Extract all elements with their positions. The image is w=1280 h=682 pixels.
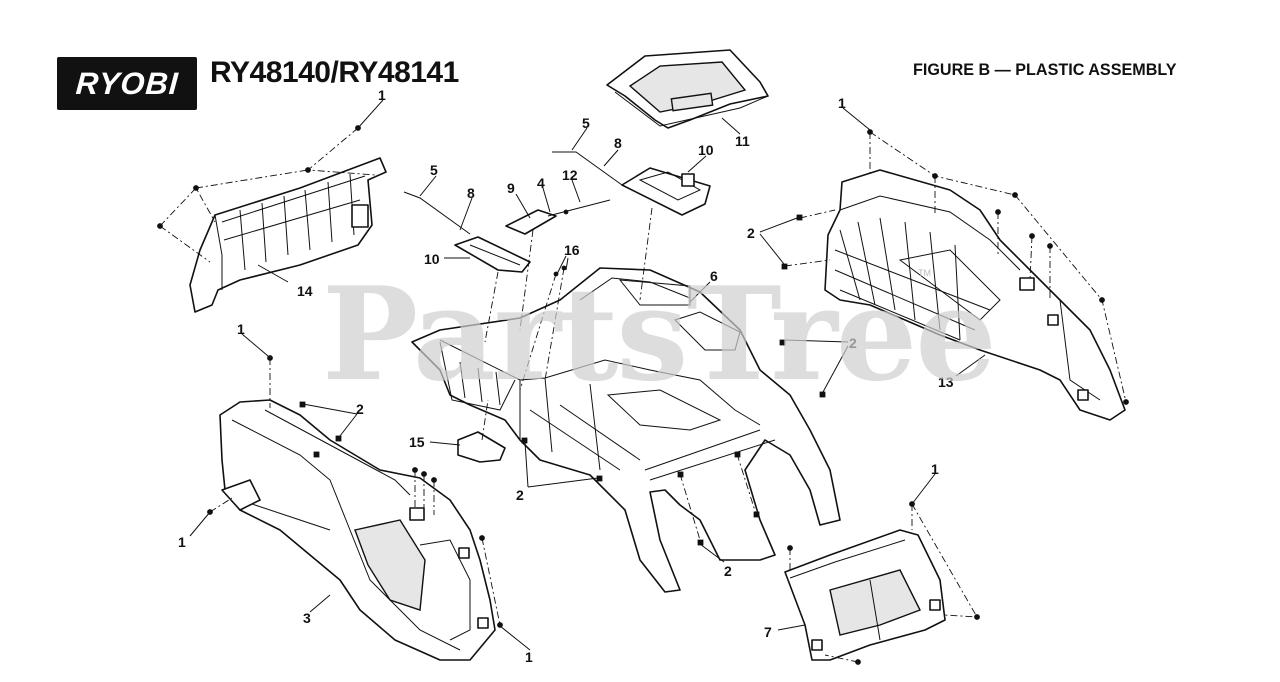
callout-1: 1 (931, 461, 939, 477)
callout-2: 2 (516, 487, 524, 503)
callout-1: 1 (838, 95, 846, 111)
part-14-rear-panel (189, 157, 387, 313)
callout-2: 2 (724, 563, 732, 579)
part-9-clip (505, 209, 557, 235)
callout-2: 2 (356, 401, 364, 417)
part-6-center-body (411, 267, 841, 593)
screws-part-13 (781, 129, 1129, 405)
callout-10: 10 (424, 251, 440, 267)
callout-8: 8 (614, 135, 622, 151)
screws-part-7 (787, 501, 980, 665)
watermark-trademark: TM (918, 268, 931, 278)
callout-15: 15 (409, 434, 425, 450)
callout-2: 2 (747, 225, 755, 241)
model-number: RY48140/RY48141 (210, 56, 459, 89)
callout-16: 16 (564, 242, 580, 258)
part-15-bracket (457, 399, 506, 463)
callout-6: 6 (710, 268, 718, 284)
callout-8: 8 (467, 185, 475, 201)
callout-1: 1 (178, 534, 186, 550)
callout-5: 5 (582, 115, 590, 131)
callout-12: 12 (562, 167, 578, 183)
callout-labels: 1 14 5 8 10 11 5 8 9 4 12 10 16 6 1 2 2 … (178, 87, 954, 665)
screws-part-14 (157, 125, 376, 263)
callout-3: 3 (303, 610, 311, 626)
callout-5: 5 (430, 162, 438, 178)
part-13-right-fender (824, 169, 1126, 421)
callout-leaders (189, 99, 986, 651)
part-10-lid-left (454, 236, 531, 273)
brand-logo: RYOBI (57, 57, 197, 110)
rods-5-8-12-4 (403, 151, 623, 235)
part-3-left-fender (219, 399, 496, 661)
screws-center (484, 207, 826, 546)
figure-title: FIGURE B — PLASTIC ASSEMBLY (913, 60, 1177, 79)
part-10-lid-right (621, 167, 711, 216)
callout-1: 1 (378, 87, 386, 103)
callout-2: 2 (849, 335, 857, 351)
callout-11: 11 (735, 133, 750, 149)
callout-9: 9 (507, 180, 515, 196)
part-7-rear-cover (784, 529, 946, 661)
callout-1: 1 (237, 321, 245, 337)
callout-1: 1 (525, 649, 533, 665)
callout-13: 13 (938, 374, 954, 390)
part-11-top-tray (606, 49, 769, 129)
callout-7: 7 (764, 624, 772, 640)
callout-4: 4 (537, 175, 545, 191)
callout-14: 14 (297, 283, 313, 299)
callout-10: 10 (698, 142, 714, 158)
